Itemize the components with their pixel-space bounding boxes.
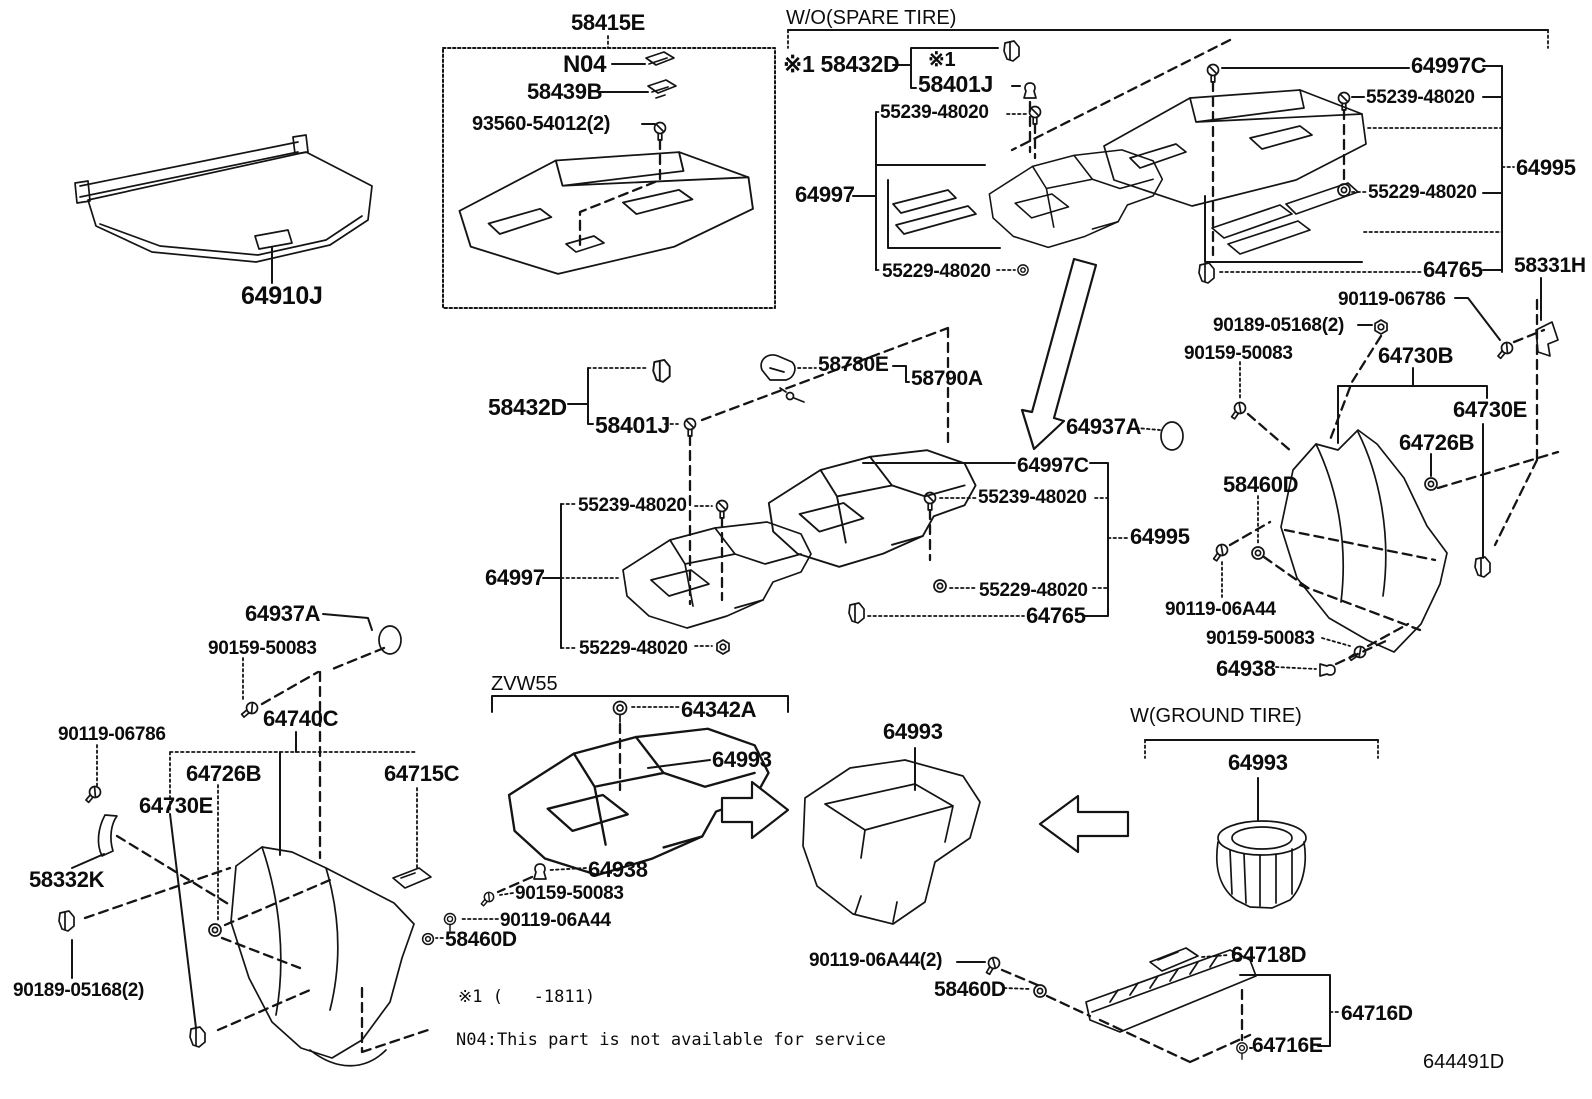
- part-label-58415e: 58415E: [571, 10, 646, 35]
- part-label-64730b: 64730B: [1378, 343, 1454, 368]
- part-label-55229-48020: 55229-48020: [979, 580, 1088, 601]
- drawing-deck-board-58415e: [442, 35, 776, 309]
- drawing-58780e: [760, 354, 910, 403]
- part-label-58460d: 58460D: [1223, 472, 1299, 497]
- part-label-55229-48020: 55229-48020: [882, 261, 991, 282]
- part-label-64937a: 64937A: [245, 601, 321, 626]
- note-applicability: ※1 ( -1811): [458, 987, 596, 1007]
- section-bracket-wo-spare-tire: [787, 29, 1549, 49]
- drawing-tonneau-cover: [74, 134, 373, 284]
- part-label-64997: 64997: [485, 565, 545, 590]
- part-label-58439b: 58439B: [527, 79, 603, 104]
- section-label-wo-spare-tire: W/O(SPARE TIRE): [786, 7, 957, 29]
- part-label-64715c: 64715C: [384, 761, 460, 786]
- part-label-90119-06a44: 90119-06A44: [500, 910, 611, 931]
- drawing-top-right-group: [852, 38, 1515, 284]
- part-label-55239-48020: 55239-48020: [978, 487, 1087, 508]
- part-label-90119-06786: 90119-06786: [58, 724, 166, 745]
- part-label-64997c: 64997C: [1411, 53, 1487, 78]
- drawing-cover-64993: [802, 747, 981, 925]
- part-label-64765: 64765: [1026, 603, 1086, 628]
- part-label-58401j: 58401J: [595, 412, 670, 438]
- part-label-64993: 64993: [1228, 750, 1288, 775]
- part-label-64938: 64938: [1216, 656, 1276, 681]
- part-label-90159-50083: 90159-50083: [1184, 343, 1293, 364]
- drawing-ground-tire-group: [1144, 739, 1379, 909]
- part-label-64726b: 64726B: [186, 761, 262, 786]
- section-label-zvw55: ZVW55: [491, 673, 558, 695]
- part-label-58432d: ※1 58432D: [783, 51, 900, 77]
- part-label-64342a: 64342A: [681, 697, 757, 722]
- part-label-58460d: 58460D: [445, 928, 517, 951]
- part-label-55229-48020: 55229-48020: [579, 638, 688, 659]
- drawing-center-group: [542, 326, 1184, 655]
- drawing-quarter-trim-right: [1209, 367, 1560, 677]
- section-label-w-ground-tire: W(GROUND TIRE): [1130, 705, 1302, 727]
- part-label-64993: 64993: [883, 719, 943, 744]
- part-label-55239-48020: 55239-48020: [578, 495, 687, 516]
- flow-arrow-down-left: [1020, 257, 1098, 451]
- part-label-64997: 64997: [795, 182, 855, 207]
- part-label-64730e: 64730E: [1453, 397, 1528, 422]
- part-label-58432d: 58432D: [488, 394, 567, 420]
- part-label-55229-48020: 55229-48020: [1368, 182, 1477, 203]
- part-label-90189-05168: 90189-05168(2): [1213, 315, 1345, 336]
- note-availability: N04:This part is not available for servi…: [456, 1030, 886, 1050]
- part-label-64910j: 64910J: [241, 282, 323, 310]
- drawing-zvw55-group: [421, 695, 789, 946]
- part-label-93560-54012: 93560-54012(2): [472, 113, 611, 135]
- part-label-90159-50083: 90159-50083: [1206, 628, 1315, 649]
- part-label-64718d: 64718D: [1231, 942, 1307, 967]
- part-label-55239-48020: 55239-48020: [1366, 87, 1475, 108]
- part-label-58332k: 58332K: [29, 867, 105, 892]
- part-label-64995: 64995: [1516, 155, 1576, 180]
- part-label-90119-06a44-2: 90119-06A44(2): [809, 950, 943, 971]
- part-label-64938: 64938: [588, 857, 648, 882]
- figure-code: 644491D: [1423, 1051, 1505, 1073]
- part-label-64716d: 64716D: [1341, 1002, 1413, 1025]
- drawing-sill-group: [956, 947, 1340, 1064]
- part-label-90189-05168: 90189-05168(2): [13, 980, 145, 1001]
- ref-mark-1: ※1: [928, 49, 956, 71]
- flow-arrow-right: [720, 780, 790, 840]
- part-label-58790a: 58790A: [911, 367, 983, 390]
- part-label-64730e: 64730E: [139, 793, 214, 818]
- part-label-64995: 64995: [1130, 524, 1190, 549]
- part-label-90119-06a44: 90119-06A44: [1165, 599, 1276, 620]
- flow-arrow-left: [1038, 794, 1130, 854]
- part-label-64726b: 64726B: [1399, 430, 1475, 455]
- part-label-64937a: 64937A: [1066, 414, 1142, 439]
- part-label-64765: 64765: [1423, 257, 1483, 282]
- part-label-90119-06786: 90119-06786: [1338, 289, 1446, 310]
- part-label-64993: 64993: [712, 747, 772, 772]
- part-label-64740c: 64740C: [263, 706, 339, 731]
- part-label-64716e: 64716E: [1252, 1034, 1323, 1057]
- part-label-n04: N04: [563, 51, 607, 78]
- part-label-58401j: 58401J: [918, 71, 993, 97]
- drawing-quarter-trim-left: [58, 613, 432, 1067]
- part-label-55239-48020: 55239-48020: [880, 102, 989, 123]
- part-label-58460d: 58460D: [934, 978, 1006, 1001]
- part-label-64997c: 64997C: [1017, 454, 1089, 477]
- part-label-58331h: 58331H: [1514, 254, 1586, 277]
- part-label-58780e: 58780E: [818, 353, 889, 376]
- part-label-90159-50083: 90159-50083: [515, 883, 624, 904]
- part-label-90159-50083: 90159-50083: [208, 638, 317, 659]
